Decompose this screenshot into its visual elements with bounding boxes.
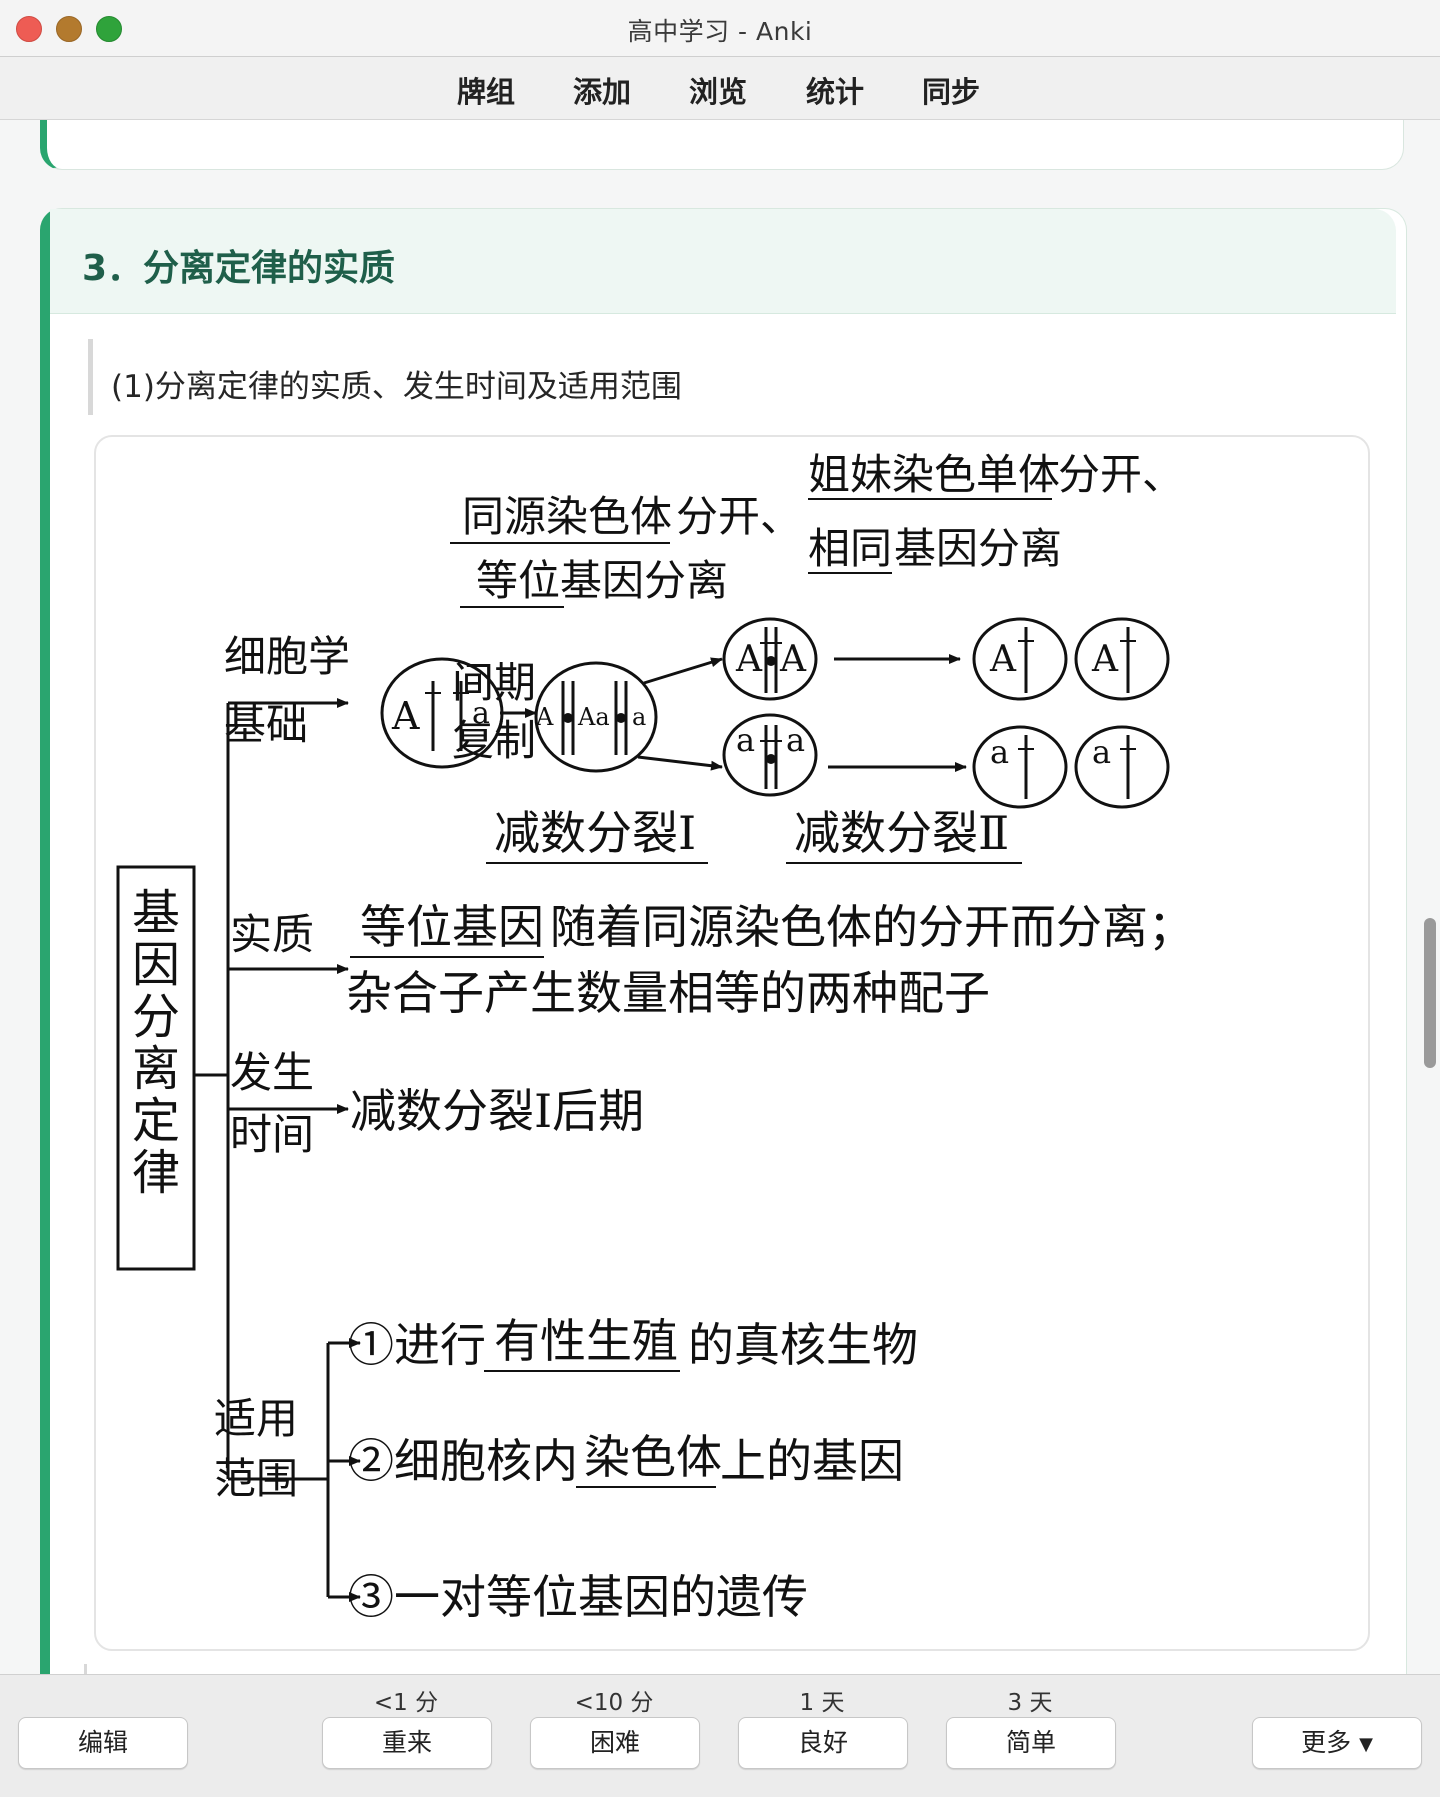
meiosis1-answer: 同源染色体 — [462, 492, 672, 541]
card-section: 3．分离定律的实质 (1)分离定律的实质、发生时间及适用范围 基 因 分 离 定… — [40, 208, 1407, 1674]
window-title: 高中学习 - Anki — [627, 17, 813, 46]
good-interval: 1 天 — [799, 1690, 845, 1716]
vertical-scrollbar[interactable] — [1424, 918, 1436, 1068]
allele-label: A — [989, 639, 1017, 680]
scope-item-1-answer: 有性生殖 — [494, 1314, 678, 1368]
meiosis1-answer: 等位 — [476, 556, 560, 605]
scope-item-1: 的真核生物 — [688, 1318, 918, 1372]
interphase-label: 复制 — [452, 716, 536, 765]
toolbar-decks[interactable]: 牌组 — [457, 75, 516, 109]
root-char: 离 — [132, 1041, 180, 1097]
allele-label: a — [1092, 733, 1111, 771]
meiosis1-arrow — [643, 657, 723, 685]
cell-secondary-lower — [722, 713, 818, 797]
allele-label: A — [391, 694, 420, 738]
toolbar-add[interactable]: 添加 — [573, 75, 632, 109]
meiosis2-answer: 姐妹染色单体 — [808, 450, 1060, 499]
cell-replicated — [534, 661, 658, 773]
interphase-label: 间期 — [452, 658, 536, 707]
allele-label: A — [779, 639, 807, 680]
reviewer-content[interactable]: 3．分离定律的实质 (1)分离定律的实质、发生时间及适用范围 基 因 分 离 定… — [0, 120, 1440, 1674]
scope-item-2-answer: 染色体 — [584, 1430, 722, 1484]
allele-label: a — [736, 721, 755, 759]
allele-label: a — [786, 721, 805, 759]
window-close-button[interactable] — [16, 16, 42, 42]
gamete-A — [972, 617, 1068, 701]
root-char: 基 — [132, 885, 180, 941]
branch2-label: 实质 — [230, 910, 314, 959]
meiosis1-arrow — [637, 755, 723, 771]
window-zoom-button[interactable] — [96, 16, 122, 42]
section-title: 3．分离定律的实质 — [82, 248, 396, 289]
meiosis1-text: 基因分离 — [560, 556, 728, 605]
branch1-label: 细胞学 — [224, 632, 350, 681]
branch4-label: 适用 — [214, 1394, 298, 1443]
scope-item-3: ③一对等位基因的遗传 — [348, 1570, 808, 1624]
main-toolbar: 牌组 添加 浏览 统计 同步 — [0, 57, 1440, 120]
answer-bar: 编辑 <1 分 重来 <10 分 困难 1 天 良好 3 天 简单 更多 ▼ — [0, 1674, 1440, 1797]
scope-item-2: ②细胞核内 — [348, 1434, 578, 1488]
window-minimize-button[interactable] — [56, 16, 82, 42]
hard-interval: <10 分 — [574, 1690, 654, 1716]
allele-label: a — [472, 696, 490, 731]
again-button[interactable]: 重来 — [322, 1717, 492, 1769]
gamete-a — [1074, 725, 1170, 809]
next-subsection-edge — [84, 1664, 87, 1674]
branch1-label: 基础 — [224, 700, 308, 749]
hard-button[interactable]: 困难 — [530, 1717, 700, 1769]
allele-label: a — [990, 733, 1009, 771]
subsection-quote: (1)分离定律的实质、发生时间及适用范围 — [88, 339, 682, 415]
allele-label: Aa — [577, 703, 610, 731]
allele-label: a — [632, 703, 646, 731]
branch2-text: 随着同源染色体的分开而分离； — [550, 900, 1194, 954]
more-button-label: 更多 — [1301, 1728, 1352, 1757]
allele-label: A — [1091, 639, 1119, 680]
meiosis2-text: 基因分离 — [894, 524, 1062, 573]
stage-label: 减数分裂Ⅱ — [794, 806, 1009, 860]
again-interval: <1 分 — [373, 1690, 439, 1716]
meiosis1-text: 分开、 — [676, 492, 802, 541]
allele-label: A — [735, 639, 763, 680]
chevron-down-icon: ▼ — [1359, 1734, 1373, 1755]
root-box — [116, 865, 196, 1271]
toolbar-sync[interactable]: 同步 — [922, 75, 981, 109]
edit-button[interactable]: 编辑 — [18, 1717, 188, 1769]
branch2-answer: 等位基因 — [360, 900, 544, 954]
previous-card-section — [40, 120, 1404, 170]
centromere — [616, 713, 626, 723]
branch3-label: 时间 — [230, 1110, 314, 1159]
more-button[interactable]: 更多 ▼ — [1252, 1717, 1422, 1769]
branch4-label: 范围 — [214, 1454, 298, 1503]
good-button[interactable]: 良好 — [738, 1717, 908, 1769]
allele-label: A — [535, 703, 554, 731]
centromere — [766, 656, 776, 666]
easy-button[interactable]: 简单 — [946, 1717, 1116, 1769]
easy-interval: 3 天 — [1007, 1690, 1053, 1716]
toolbar-stats[interactable]: 统计 — [806, 75, 865, 109]
root-char: 定 — [132, 1093, 180, 1149]
gamete-A — [1074, 617, 1170, 701]
toolbar-browse[interactable]: 浏览 — [689, 75, 748, 109]
centromere — [766, 754, 776, 764]
window-titlebar: 高中学习 - Anki — [0, 0, 1440, 57]
concept-map-svg: 基 因 分 离 定 律 细胞学 基础 A a — [116, 450, 1194, 1624]
branch2-text: 杂合子产生数量相等的两种配子 — [346, 966, 990, 1020]
meiosis2-text: 分开、 — [1058, 450, 1184, 499]
gamete-a — [972, 725, 1068, 809]
cell-secondary-upper — [722, 617, 818, 701]
scope-item-2: 上的基因 — [720, 1434, 904, 1488]
subsection-title: (1)分离定律的实质、发生时间及适用范围 — [111, 369, 682, 405]
root-char: 因 — [132, 937, 180, 993]
stage-label: 减数分裂Ⅰ — [494, 806, 696, 860]
branch3-text: 减数分裂Ⅰ后期 — [350, 1084, 644, 1138]
concept-map-figure: 基 因 分 离 定 律 细胞学 基础 A a — [94, 435, 1370, 1651]
meiosis2-answer: 相同 — [808, 524, 892, 573]
section-header: 3．分离定律的实质 — [50, 209, 1396, 314]
scope-item-1: ①进行 — [348, 1318, 486, 1372]
root-char: 分 — [132, 989, 180, 1045]
branch3-label: 发生 — [230, 1048, 314, 1097]
centromere — [563, 713, 573, 723]
root-char: 律 — [132, 1145, 180, 1201]
